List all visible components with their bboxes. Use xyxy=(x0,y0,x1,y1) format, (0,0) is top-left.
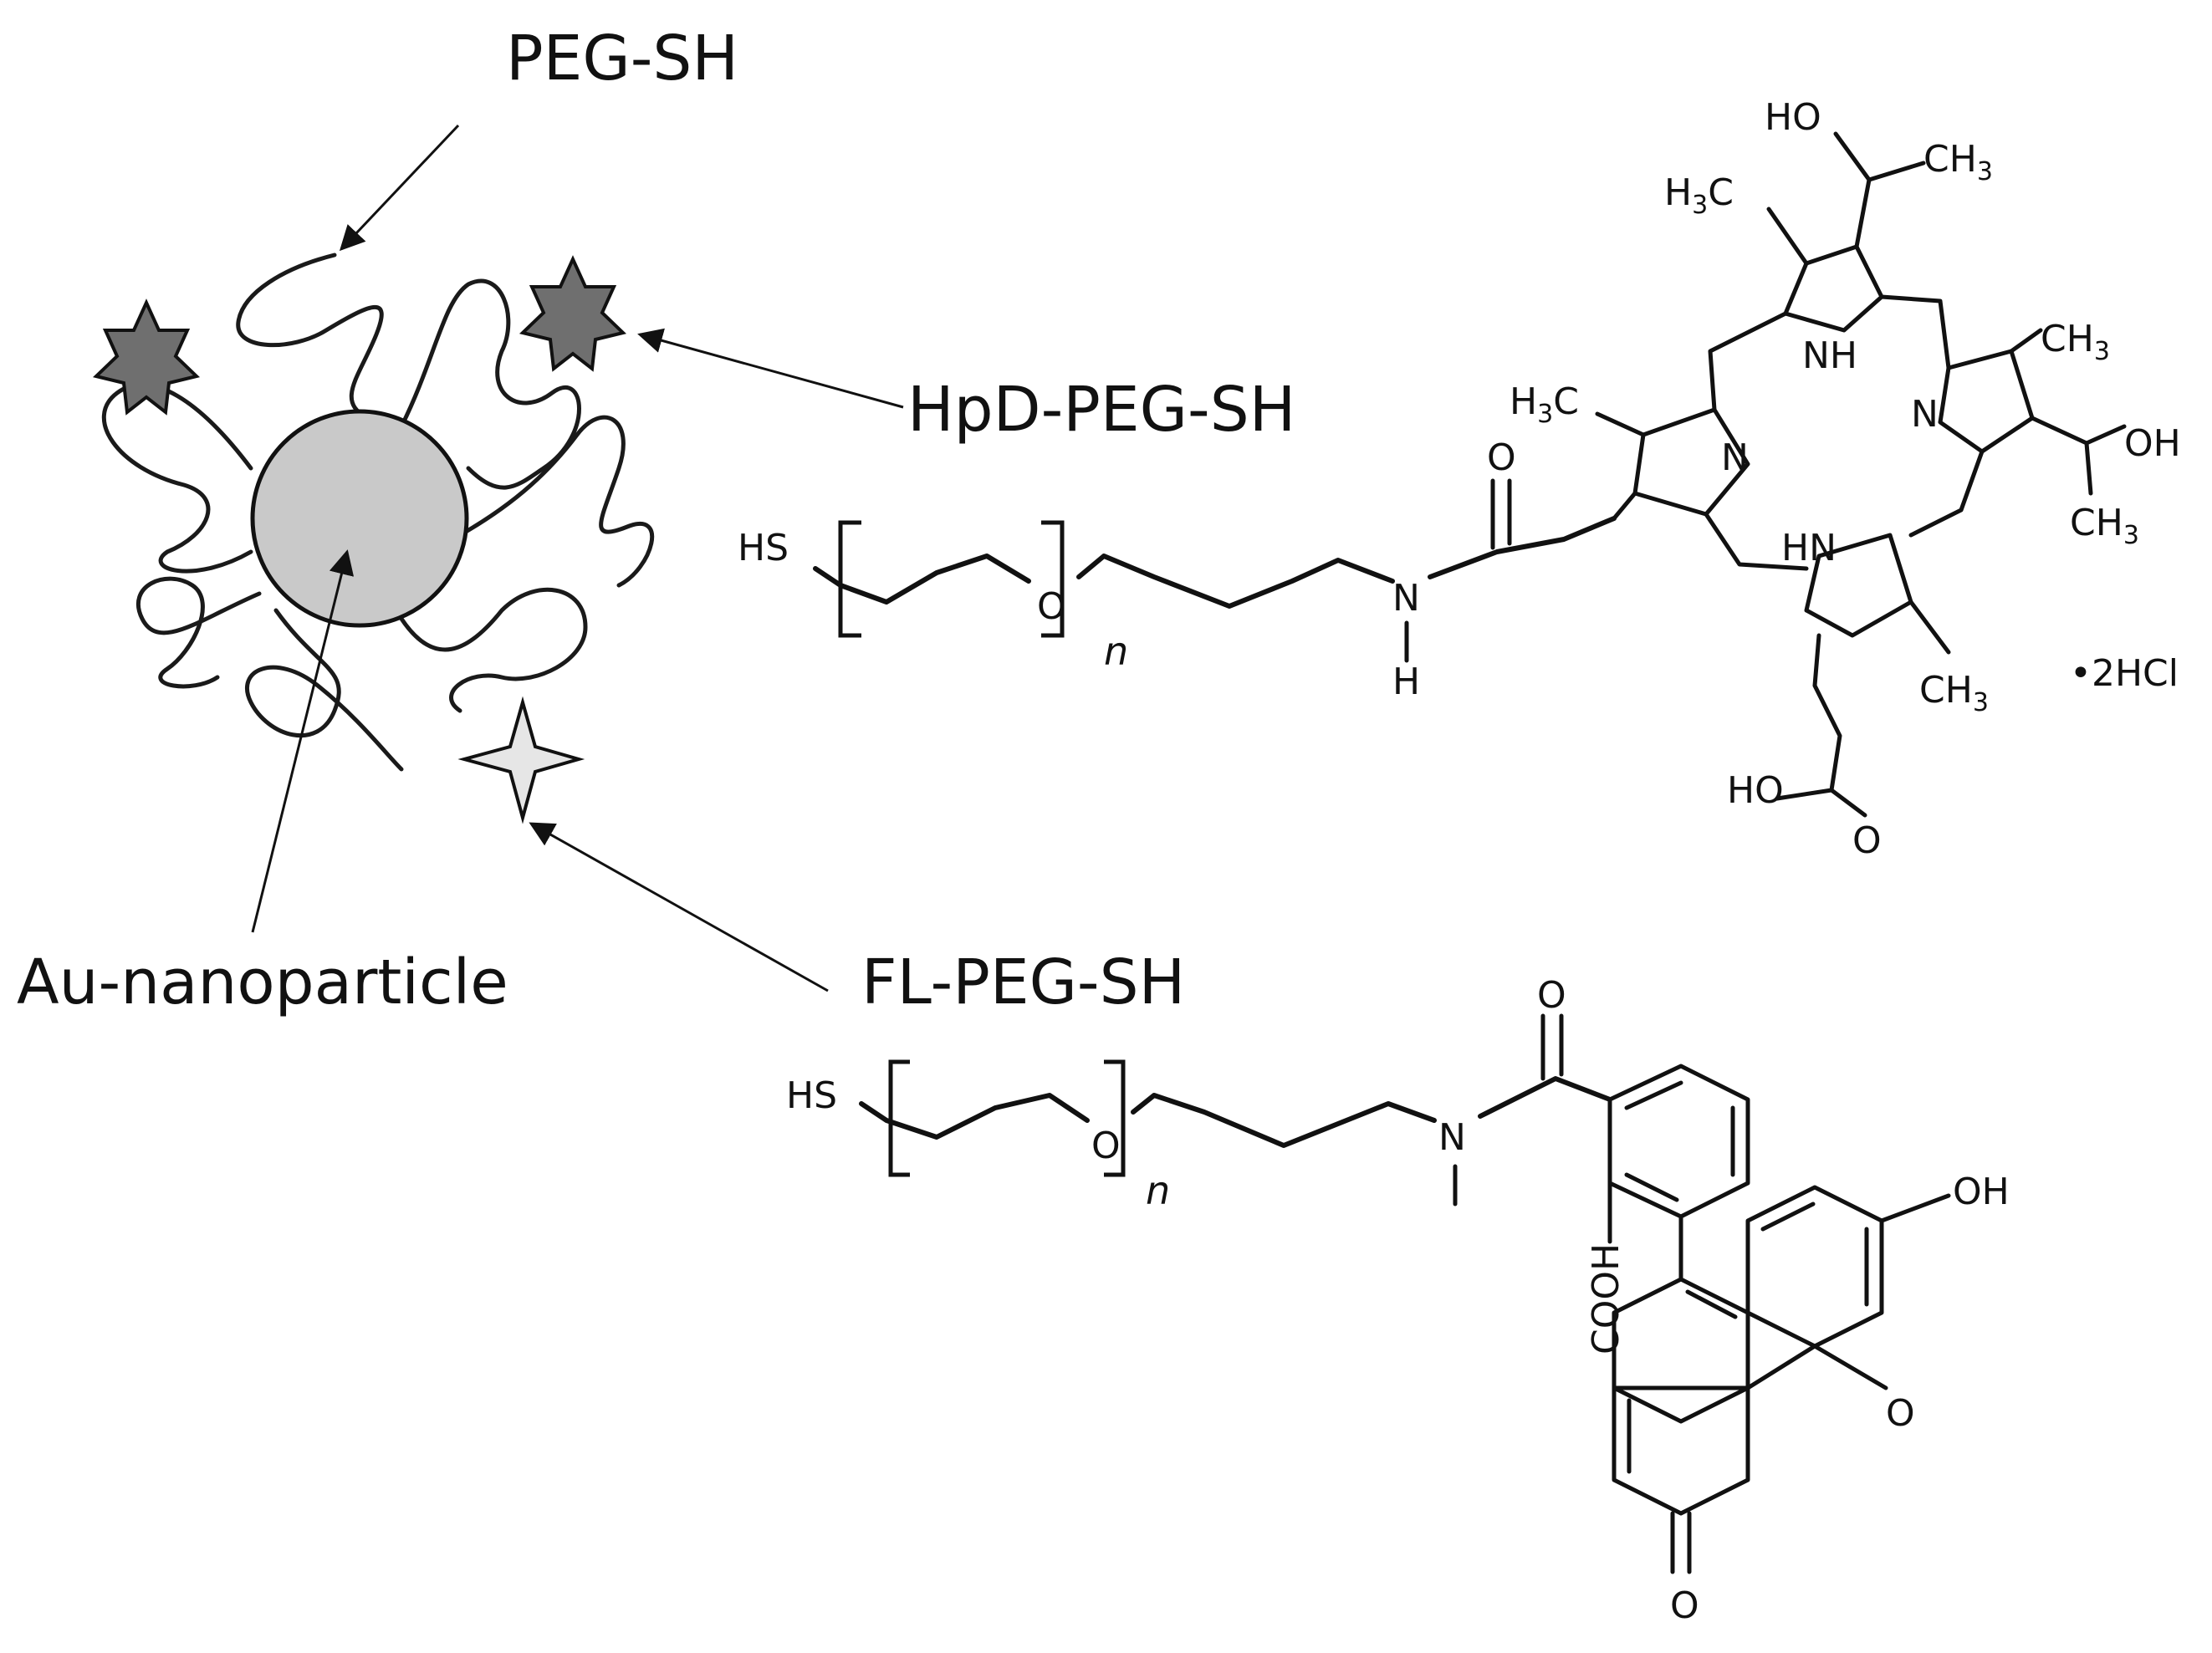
fl-peg-o: O xyxy=(1091,1125,1121,1167)
top-methyl-bond xyxy=(1766,207,1809,266)
hpd-peg-o: O xyxy=(1037,585,1066,628)
hpd-star-left xyxy=(92,298,201,416)
label-au-nanoparticle: Au-nanoparticle xyxy=(17,946,508,1018)
hpd-carbonyl-chain xyxy=(1428,516,1617,579)
fl-carbonyl-chain xyxy=(1478,1076,1612,1119)
ring-hn-bottom: HN xyxy=(1781,527,1837,569)
ring-nh-top: NH xyxy=(1802,334,1857,377)
fl-oh-bond xyxy=(1879,1193,1951,1223)
ch3-top: CH3 xyxy=(1923,138,1993,186)
fl-peg-zigzag xyxy=(859,1093,1090,1140)
hpd-amide-h: H xyxy=(1392,661,1420,703)
fl-xanthene-right xyxy=(1745,1185,1884,1349)
pyrrole-bottom xyxy=(1804,533,1913,638)
label-hpd-peg-sh: HpD-PEG-SH xyxy=(907,374,1295,446)
ch3-right-lower: CH3 xyxy=(2070,502,2139,550)
label-peg-sh: PEG-SH xyxy=(506,23,738,94)
hpd-bracket-left xyxy=(838,520,861,638)
porphyrin-core: NH N N HN H3C HO CH3 H3C CH3 xyxy=(1510,96,2181,862)
fl-xanthene-dbl-1 xyxy=(1760,1201,1816,1232)
right-methyl-bond xyxy=(2009,328,2043,354)
fl-peg-sh-structure: HS n O N O COOH O OH xyxy=(786,974,2010,1627)
meso-bridge-bottom-right xyxy=(1908,449,1985,538)
ring-n-left: N xyxy=(1721,436,1749,479)
ch3-right: CH3 xyxy=(2041,318,2110,366)
oh-right: OH xyxy=(2124,422,2181,465)
fl-carbonyl-o: O xyxy=(1537,974,1566,1017)
fl-hs: HS xyxy=(786,1074,837,1117)
hpd-bracket-right xyxy=(1041,520,1065,638)
fl-linker xyxy=(1131,1093,1437,1148)
pyrrole-right xyxy=(1938,349,2035,454)
ho-top: HO xyxy=(1765,96,1821,139)
hpd-peg-zigzag xyxy=(813,554,1031,605)
peg-chain-bottomleft xyxy=(135,576,262,689)
left-propanoyl-bond xyxy=(1612,491,1637,521)
au-nanoparticle-circle xyxy=(250,409,469,628)
top-hydroxyethyl-bond xyxy=(1833,131,1926,249)
arrow-peg-sh xyxy=(339,124,460,252)
hpd-carbonyl-o: O xyxy=(1487,436,1516,479)
arrow-fl-peg-sh xyxy=(529,822,829,992)
ch3-bottom: CH3 xyxy=(1919,669,1989,717)
fl-xanthene-left xyxy=(1612,1385,1750,1516)
nanoparticle-illustration: PEG-SH HpD-PEG-SH FL-PEG-SH Au-nanoparti… xyxy=(17,23,1295,1018)
o-acid: O xyxy=(1852,819,1882,862)
fl-cooh: COOH xyxy=(1585,1243,1627,1355)
h3c-top: H3C xyxy=(1664,171,1734,220)
hpd-n-subscript: n xyxy=(1104,629,1128,674)
peg-chain-top xyxy=(236,253,384,421)
hpd-star-right xyxy=(519,255,627,372)
hpd-salt: •2HCl xyxy=(2070,652,2179,695)
fl-benzoic-dbl-1 xyxy=(1624,1080,1683,1110)
fl-xanthene-dbl-4 xyxy=(1685,1289,1738,1319)
fl-bracket-right xyxy=(1104,1059,1126,1177)
fl-xanthene-center xyxy=(1612,1277,1750,1424)
hpd-peg-sh-structure: HS n O N H O NH N N HN xyxy=(738,96,2181,862)
pyrrole-top xyxy=(1783,244,1884,333)
peg-chain-topright xyxy=(399,278,581,490)
arrow-au-nanoparticle xyxy=(251,549,355,933)
hpd-amide-n: N xyxy=(1392,577,1420,620)
bottom-methyl-bond xyxy=(1908,599,1951,655)
meso-bridge-top-right xyxy=(1879,294,1951,370)
fl-oh: OH xyxy=(1953,1171,2010,1213)
fl-bracket-left xyxy=(888,1059,910,1177)
h3c-left: H3C xyxy=(1510,380,1579,429)
left-methyl-bond xyxy=(1595,411,1646,437)
right-hydroxyethyl-bond xyxy=(2030,416,2127,496)
hpd-linker xyxy=(1076,554,1395,609)
fl-ring-o: O xyxy=(1886,1392,1915,1435)
bottom-propanoic-bond xyxy=(1775,633,1867,818)
peg-chain-right xyxy=(457,415,655,588)
fl-amide-n: N xyxy=(1438,1116,1466,1159)
fl-star xyxy=(457,696,585,824)
fl-n-subscript: n xyxy=(1146,1168,1170,1213)
fl-keto-o: O xyxy=(1670,1584,1699,1627)
meso-bridge-bottom-left xyxy=(1704,512,1809,571)
fl-ring-o-bonds xyxy=(1745,1344,1888,1390)
pyrrole-left xyxy=(1632,407,1750,517)
peg-chain-bottomright xyxy=(399,587,588,713)
meso-bridge-top-left xyxy=(1708,311,1788,412)
arrow-hpd-peg-sh xyxy=(637,328,904,409)
hpd-hs: HS xyxy=(738,527,789,569)
label-fl-peg-sh: FL-PEG-SH xyxy=(861,946,1185,1018)
ho-acid: HO xyxy=(1727,769,1784,812)
fl-benzoic-dbl-3 xyxy=(1624,1172,1679,1202)
peg-chain-bottom xyxy=(245,608,404,772)
ring-n-right: N xyxy=(1911,393,1939,436)
fl-benzoic-ring xyxy=(1607,1064,1750,1219)
